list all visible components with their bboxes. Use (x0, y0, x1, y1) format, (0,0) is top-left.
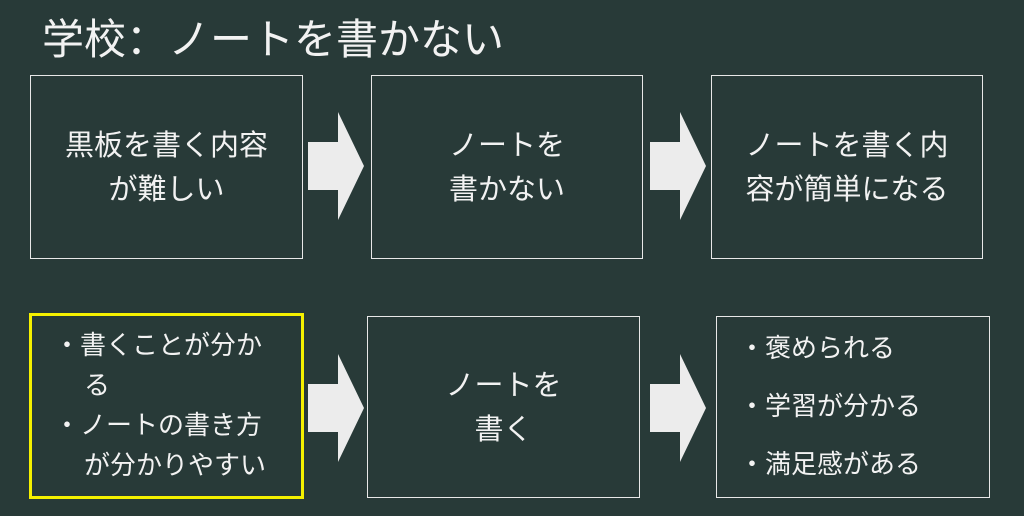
top-box-difficult-content: 黒板を書く内容が難しい (30, 75, 303, 259)
list-item: ・褒められる (739, 334, 896, 364)
bottom-box-write-notes: ノートを書く (367, 316, 640, 498)
right-arrow-icon (308, 354, 364, 462)
top-box-no-notes: ノートを書かない (371, 75, 643, 259)
box-text: 書かない (448, 172, 565, 206)
bottom-box-outcomes: ・褒められる ・学習が分かる ・満足感がある (716, 316, 990, 498)
right-arrow-icon (308, 112, 364, 220)
box-text: ノートを書く内 (745, 128, 949, 162)
box-text: ノートを (445, 368, 562, 402)
list-item: ・ノートの書き方が分かりやすい (54, 411, 267, 481)
box-text: が難しい (108, 172, 225, 206)
right-arrow-icon (650, 112, 706, 220)
list-item: ・書くことが分かる (54, 331, 263, 401)
slide-title: 学校：ノートを書かない (42, 15, 505, 64)
list-item: ・学習が分かる (739, 392, 922, 422)
list-item: ・満足感がある (739, 450, 922, 480)
box-text: 容が簡単になる (745, 172, 949, 206)
bottom-box-highlighted-reasons: ・書くことが分かる ・ノートの書き方が分かりやすい (29, 313, 304, 499)
box-text: 黒板を書く内容 (64, 128, 268, 162)
box-text: 書く (474, 412, 533, 446)
box-text: ノートを (448, 128, 565, 162)
right-arrow-icon (650, 354, 706, 462)
top-box-simple-content: ノートを書く内容が簡単になる (711, 75, 983, 259)
